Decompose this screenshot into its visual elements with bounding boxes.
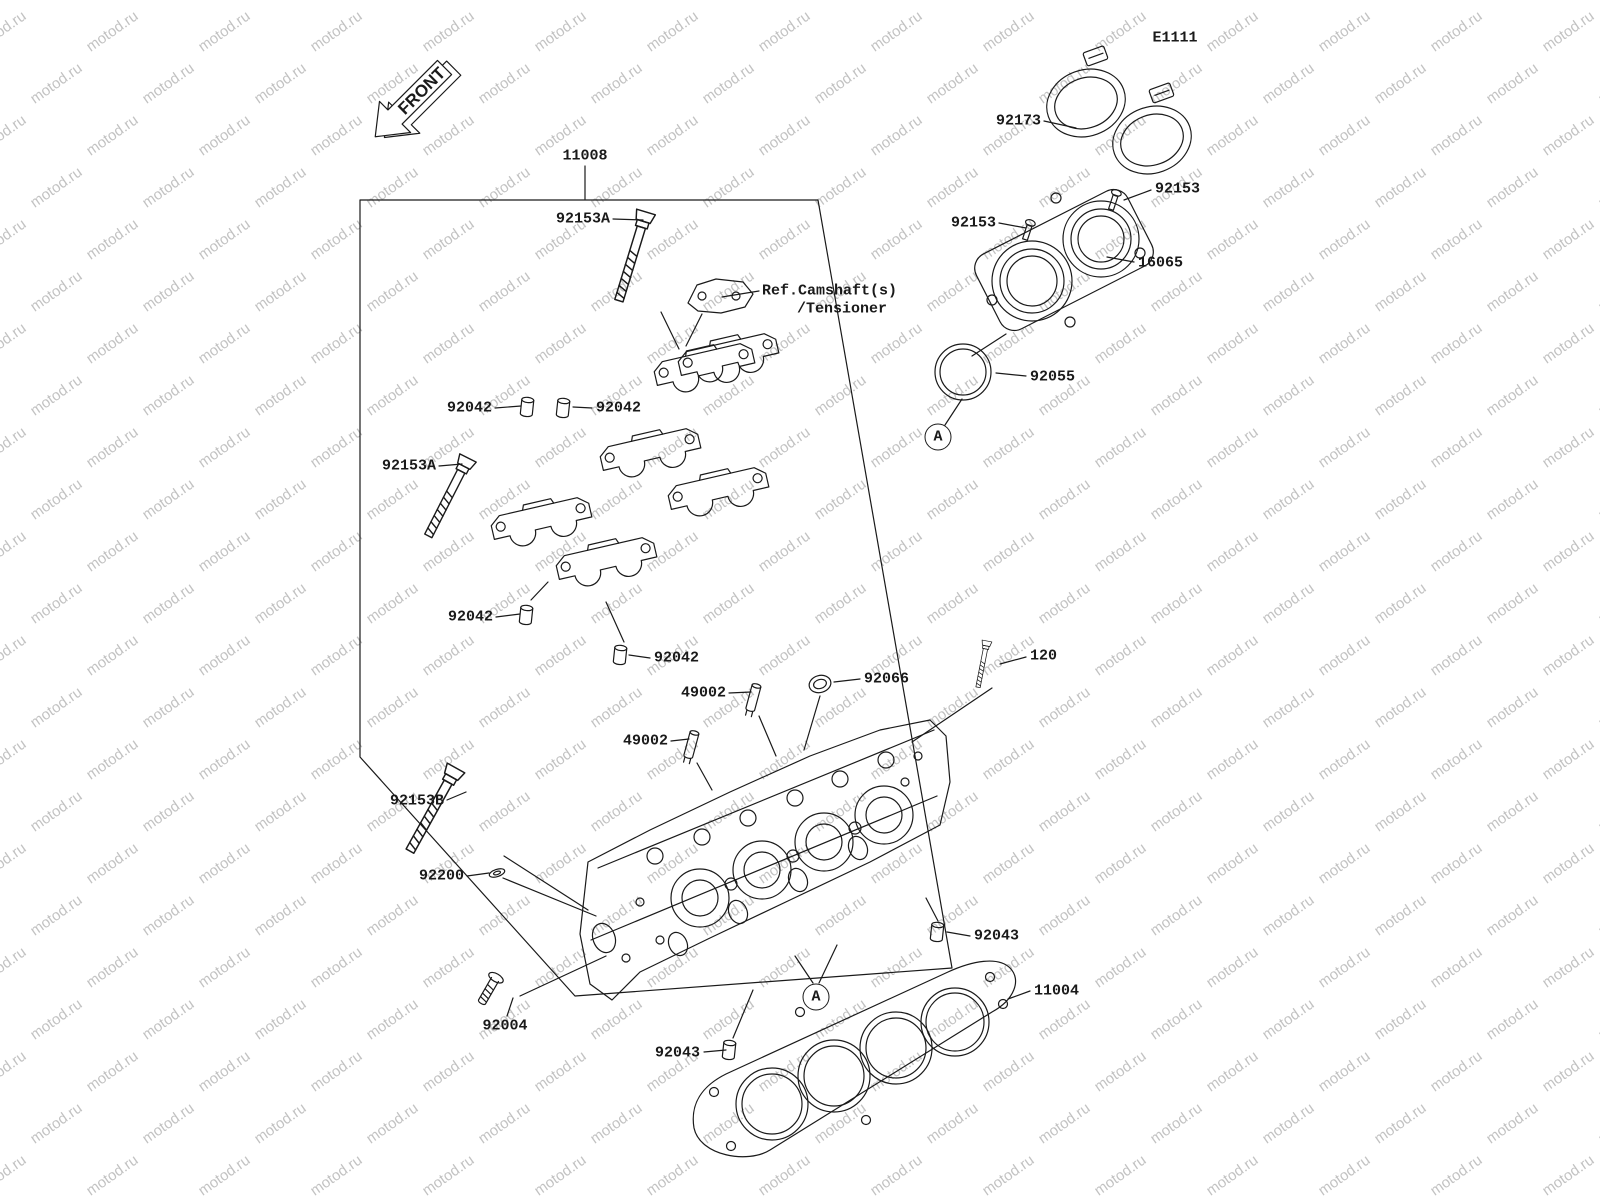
part-label-92153-5: 92153 bbox=[1155, 180, 1201, 198]
detail-marker-a-1: A bbox=[802, 983, 830, 1011]
front-arrow-shadow bbox=[383, 60, 462, 139]
plug-92066-drawing bbox=[808, 674, 832, 694]
part-label-92173-4: 92173 bbox=[995, 112, 1041, 130]
part-label-92153a-1: 92153A bbox=[555, 210, 610, 228]
part-label-92004-22: 92004 bbox=[482, 1017, 528, 1035]
washer-92200-drawing bbox=[488, 868, 506, 878]
leader-lines bbox=[438, 120, 1152, 1053]
part-label-92042-9: 92042 bbox=[446, 399, 492, 417]
cylinder-head-drawing bbox=[579, 719, 951, 1001]
part-label-92153-6: 92153 bbox=[950, 214, 996, 232]
part-label-92042-12: 92042 bbox=[447, 608, 493, 626]
detail-marker-a-0: A bbox=[924, 423, 952, 451]
part-label-49002-17: 49002 bbox=[622, 732, 668, 750]
throttle-holder-16065-drawing bbox=[974, 188, 1154, 332]
part-label-92200-19: 92200 bbox=[418, 867, 464, 885]
part-label-11008-0: 11008 bbox=[562, 147, 608, 165]
oring-92055-drawing bbox=[934, 343, 992, 401]
part-label-ref-camshaft-s--2: Ref.Camshaft(s) bbox=[762, 282, 898, 300]
head-gasket-drawing bbox=[692, 960, 1016, 1158]
part-label-16065-7: 16065 bbox=[1138, 254, 1184, 272]
part-label-11004-21: 11004 bbox=[1034, 982, 1080, 1000]
clamp-92173-1-drawing bbox=[1046, 45, 1126, 138]
bolt-92004-drawing bbox=[477, 971, 504, 1006]
part-label--tensioner-3: /Tensioner bbox=[797, 300, 888, 318]
part-label-92043-23: 92043 bbox=[654, 1044, 700, 1062]
clamp-92173-2-drawing bbox=[1112, 82, 1192, 175]
part-label-92153b-18: 92153B bbox=[389, 792, 444, 810]
part-label-92066-16: 92066 bbox=[864, 670, 910, 688]
part-label-49002-15: 49002 bbox=[680, 684, 726, 702]
diagram-code: E1111 bbox=[1152, 29, 1198, 47]
front-arrow-body bbox=[374, 59, 453, 138]
panel-box-11008 bbox=[359, 199, 953, 997]
part-label-92043-20: 92043 bbox=[974, 927, 1020, 945]
part-label-92153a-11: 92153A bbox=[381, 457, 436, 475]
camshaft-ref-bracket-drawing bbox=[687, 278, 754, 314]
part-label-92055-8: 92055 bbox=[1030, 368, 1076, 386]
part-label-92042-13: 92042 bbox=[654, 649, 700, 667]
part-label-120-14: 120 bbox=[1030, 647, 1058, 665]
part-label-92042-10: 92042 bbox=[596, 399, 642, 417]
